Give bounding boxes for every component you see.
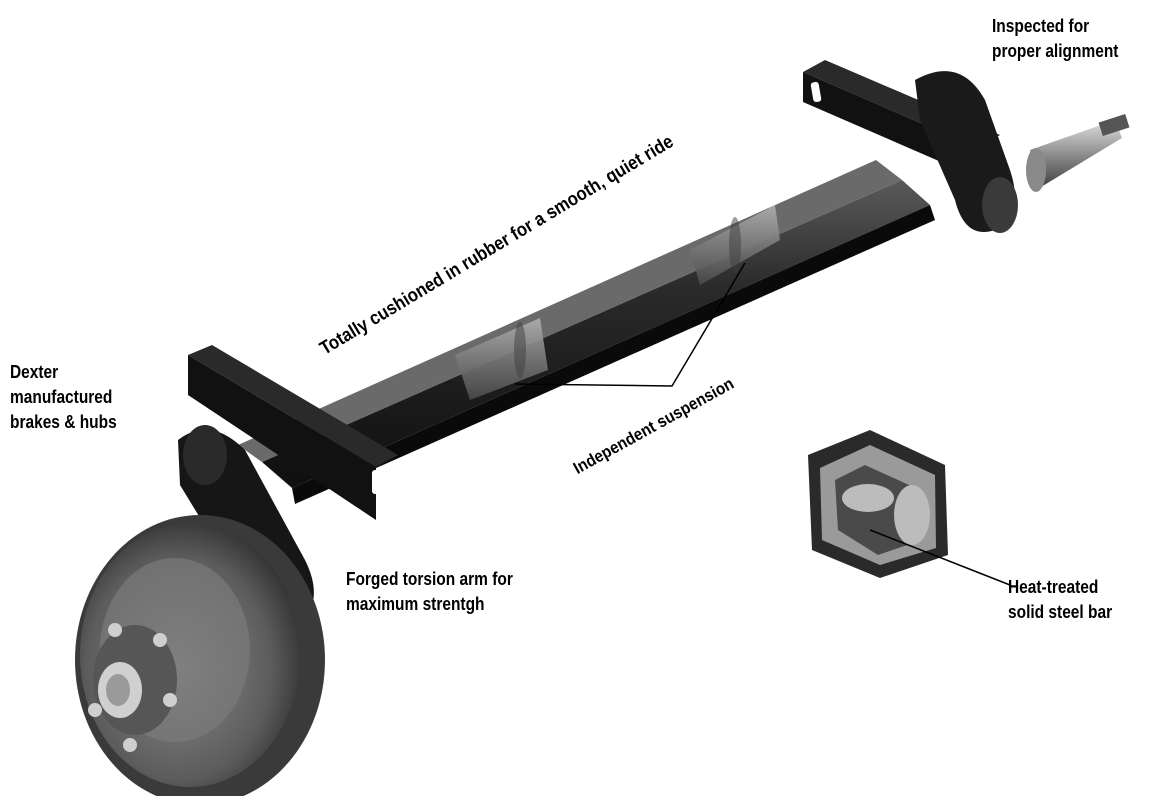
left-mounting-bracket xyxy=(188,345,398,520)
dexter-callout: Dexter manufactured brakes & hubs xyxy=(10,360,117,435)
callout-line: Dexter xyxy=(10,362,59,382)
cross-section-bar xyxy=(808,430,948,578)
callout-line: maximum strentgh xyxy=(346,594,485,614)
right-torsion-arm xyxy=(915,71,1018,233)
callout-line: solid steel bar xyxy=(1008,602,1113,622)
inspected-callout: Inspected for proper alignment xyxy=(992,14,1118,64)
right-spindle xyxy=(1026,114,1130,192)
heat-treated-leader-line xyxy=(869,529,1011,586)
callout-line: manufactured xyxy=(10,387,113,407)
brake-drum-hub xyxy=(75,515,325,796)
rubber-cords xyxy=(455,205,780,400)
callout-line: brakes & hubs xyxy=(10,412,117,432)
leader-lines xyxy=(514,262,1011,586)
heat-treated-callout: Heat-treated solid steel bar xyxy=(1008,575,1112,625)
callout-line: Inspected for xyxy=(992,16,1090,36)
callout-line: Forged torsion arm for xyxy=(346,569,513,589)
forged-arm-callout: Forged torsion arm for maximum strentgh xyxy=(346,567,513,617)
callout-line: Heat-treated xyxy=(1008,577,1099,597)
callout-line: proper alignment xyxy=(992,41,1119,61)
independent-leader-line xyxy=(514,262,746,387)
